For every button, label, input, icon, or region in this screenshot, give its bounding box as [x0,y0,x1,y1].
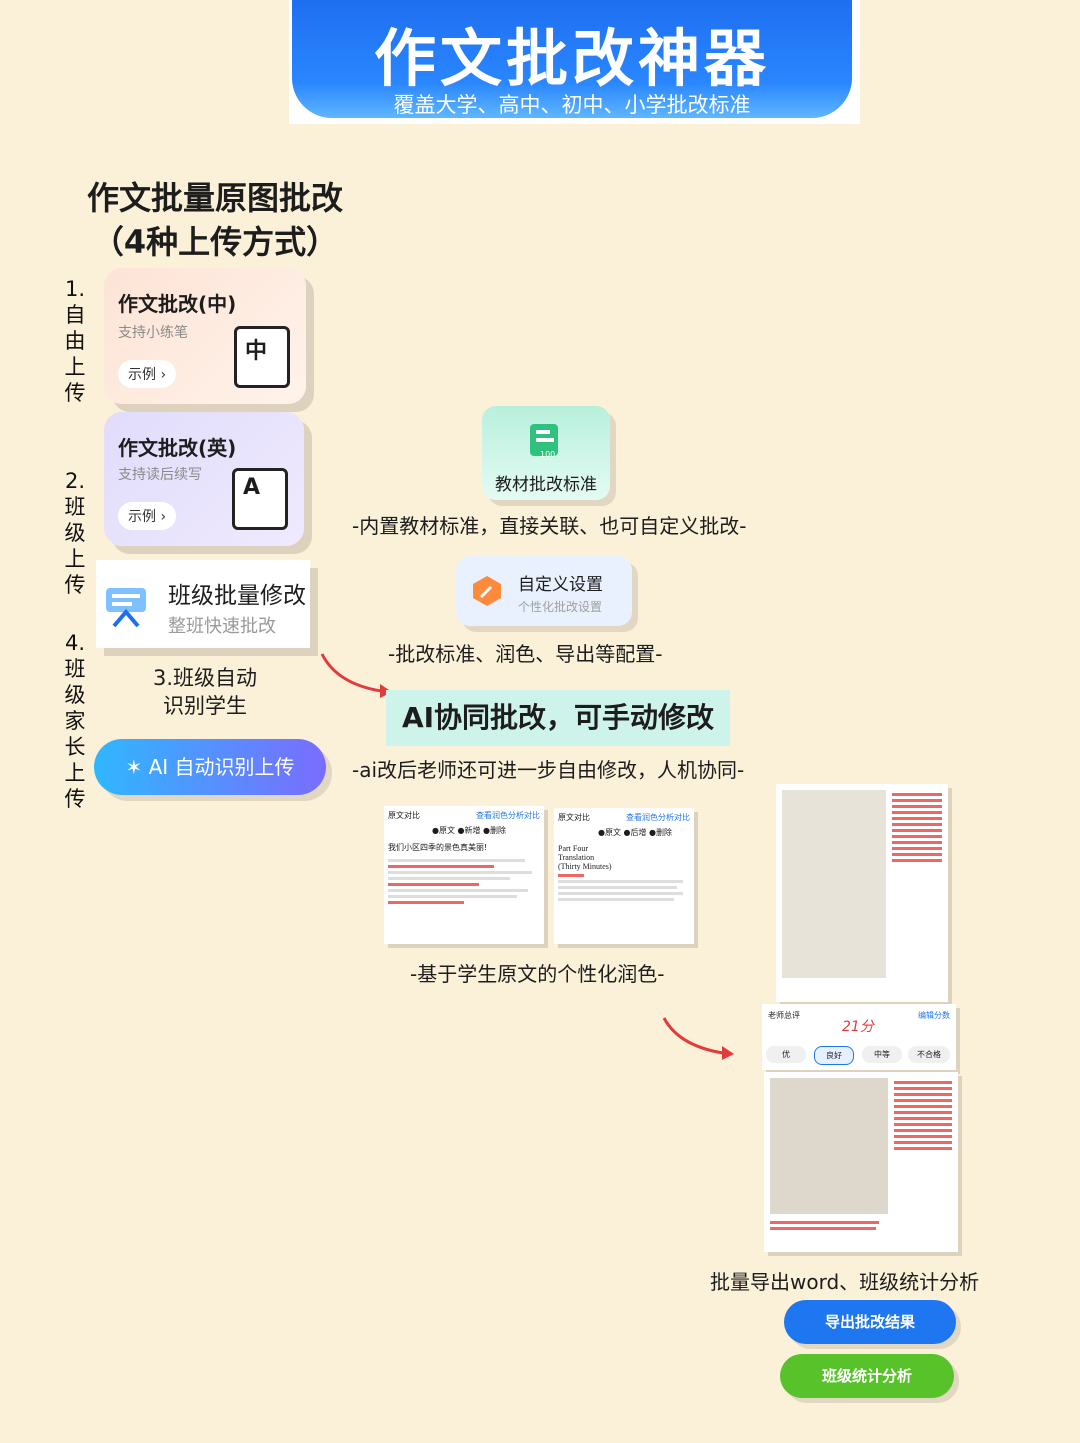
method-char: 家 [64,709,86,733]
grade-good-button[interactable]: 良好 [814,1046,854,1065]
export-results-button[interactable]: 导出批改结果 [784,1300,956,1344]
custom-settings-tile[interactable]: 自定义设置 个性化批改设置 [456,556,632,626]
class-stats-button[interactable]: 班级统计分析 [780,1354,954,1398]
compare-en-l1: Part Four [558,844,588,853]
method-4-label: 4. 班 级 家 长 上 传 [60,630,90,812]
textbook-standard-tile[interactable]: 100 教材批改标准 [482,406,610,500]
ai-auto-upload-button[interactable]: ✶ AI 自动识别上传 [94,739,326,795]
essay-en-title: 作文批改(英) [118,436,237,460]
compare-en-legend: ●原文 ●后增 ●删除 [598,828,673,837]
essay-en-card[interactable]: 作文批改(英) 支持读后续写 示例 › A [104,412,304,546]
compare-en-link[interactable]: 查看润色分析对比 [626,813,690,822]
ai-auto-upload-label: AI 自动识别上传 [148,755,295,779]
method-char: 上 [64,547,86,571]
method-char: 级 [64,521,86,545]
method-2-label: 2. 班 级 上 传 [60,468,90,598]
graded-essay-sheet-1 [776,784,948,1002]
section-title-line1: 作文批量原图批改 [86,179,343,217]
ai-collab-title-box: AI协同批改，可手动修改 [386,690,730,746]
header-banner [292,0,852,118]
doc-en-icon: A [232,468,288,530]
compare-en-screenshot: 原文对比 查看润色分析对比 ●原文 ●后增 ●删除 Part Four Trans… [554,808,694,944]
method-char: 上 [64,355,86,379]
method-3-line1: 3.班级自动 [152,666,258,690]
magic-wand-icon: ✶ [125,755,143,779]
doc-cn-icon: 中 [234,326,290,388]
grade-excellent-button[interactable]: 优 [766,1046,806,1063]
compare-cn-screenshot: 原文对比 查看润色分析对比 ●原文 ●新增 ●删除 我们小区四季的景色真美丽! [384,806,544,944]
method-num: 4. [64,631,86,655]
method-3-label: 3.班级自动 识别学生 [120,664,290,720]
essay-en-sub: 支持读后续写 [118,467,202,483]
section-title-line2: （4种上传方式） [91,223,339,261]
teacher-score: 21分 [842,1019,874,1035]
method-char: 上 [64,761,86,785]
section-title: 作文批量原图批改 （4种上传方式） [70,176,360,264]
method-char: 传 [64,381,86,405]
class-batch-card[interactable]: 班级批量修改 整班快速批改 [96,560,310,648]
custom-settings-sub: 个性化批改设置 [518,600,603,614]
method-1-label: 1. 自 由 上 传 [60,276,90,406]
method-num: 1. [64,277,86,301]
textbook-caption: -内置教材标准，直接关联、也可自定义批改- [352,514,747,538]
essay-cn-example-button[interactable]: 示例 › [118,360,177,388]
teacher-score-panel: 老师总评 21分 编辑分数 优 良好 中等 不合格 [762,1004,956,1070]
compare-caption: -基于学生原文的个性化润色- [410,962,665,986]
ai-collab-title: AI协同批改，可手动修改 [401,701,715,734]
doc-en-char: A [243,475,261,500]
graded-essay-sheet-2 [764,1072,958,1252]
class-batch-sub: 整班快速批改 [168,616,276,637]
essay-cn-sub: 支持小练笔 [118,325,188,341]
custom-settings-title: 自定义设置 [518,575,603,595]
compare-cn-legend: ●原文 ●新增 ●删除 [432,826,507,835]
edit-score-link[interactable]: 编辑分数 [918,1011,950,1020]
textbook-badge: 100 [540,450,556,459]
method-char: 传 [64,573,86,597]
essay-cn-title: 作文批改(中) [118,292,237,316]
method-char: 由 [64,329,86,353]
method-num: 2. [64,469,86,493]
compare-cn-line1: 我们小区四季的景色真美丽! [388,843,488,852]
class-batch-title: 班级批量修改 [168,583,306,609]
scorebook-icon [530,424,558,456]
compare-en-head: 原文对比 [558,813,590,822]
method-char: 班 [64,495,86,519]
essay-en-example-button[interactable]: 示例 › [118,502,177,530]
compare-en-l3: (Thirty Minutes) [558,862,612,871]
textbook-label: 教材批改标准 [495,475,597,495]
compare-en-l2: Translation [558,853,595,862]
compare-cn-head: 原文对比 [388,811,420,820]
method-char: 自 [64,303,86,327]
compare-cn-link[interactable]: 查看润色分析对比 [476,811,540,820]
export-caption: 批量导出word、班级统计分析 [710,1270,980,1294]
method-char: 长 [64,735,86,759]
page-subtitle: 覆盖大学、高中、初中、小学批改标准 [393,93,751,117]
method-char: 级 [64,683,86,707]
teacher-label: 老师总评 [768,1011,800,1020]
grade-medium-button[interactable]: 中等 [862,1046,902,1063]
method-char: 传 [64,787,86,811]
arrow-icon [662,1017,734,1060]
method-char: 班 [64,657,86,681]
custom-caption: -批改标准、润色、导出等配置- [388,642,663,666]
method-3-line2: 识别学生 [163,694,247,718]
pencil-icon [473,576,501,606]
page-title: 作文批改神器 [373,22,770,95]
presentation-icon [106,588,146,628]
grade-fail-button[interactable]: 不合格 [908,1046,950,1063]
essay-cn-card[interactable]: 作文批改(中) 支持小练笔 示例 › 中 [104,268,306,404]
doc-cn-char: 中 [245,339,268,364]
ai-collab-caption: -ai改后老师还可进一步自由修改，人机协同- [352,758,745,782]
